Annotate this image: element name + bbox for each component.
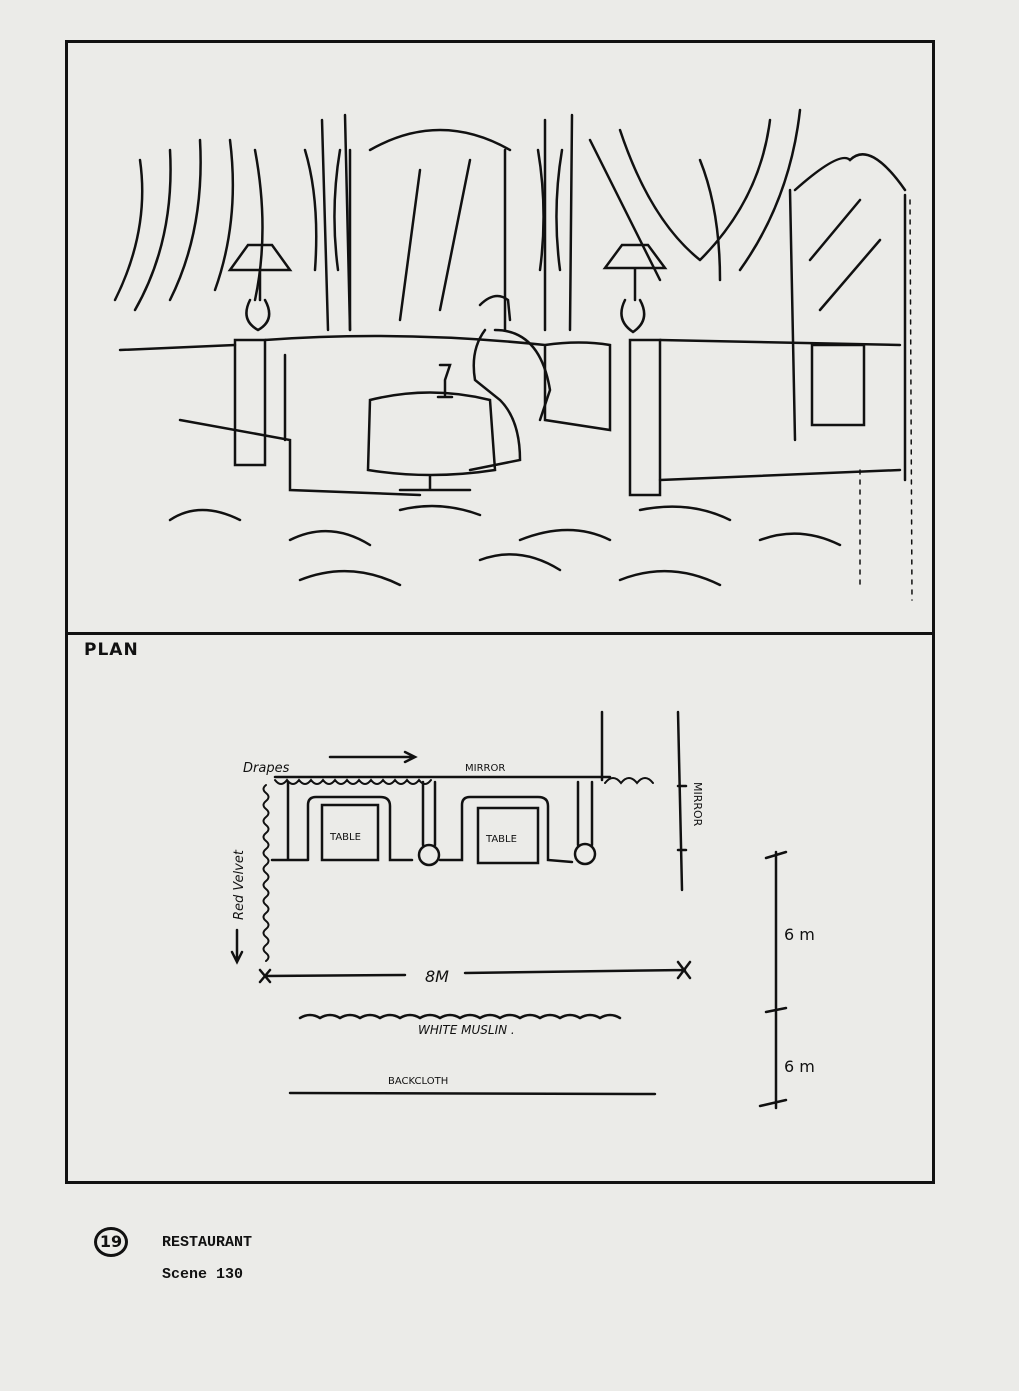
mirror-side-wall: [676, 710, 688, 892]
caption-scene: Scene 130: [162, 1266, 244, 1283]
label-table-right: TABLE: [485, 834, 517, 845]
mirror-wall: [273, 710, 612, 782]
label-depth-1: 6 m: [784, 925, 815, 944]
label-mirror-side: MIRROR: [691, 782, 704, 827]
pillar-right: [576, 780, 594, 847]
drapes-line: [274, 778, 432, 785]
page-frame: [65, 40, 935, 1184]
pillar-left: [421, 780, 437, 847]
booth-posts: [233, 338, 662, 497]
red-velvet-arrow: [230, 928, 244, 965]
right-mirror: [788, 153, 907, 482]
drapes-arrow: [328, 750, 418, 764]
label-depth-2: 6 m: [784, 1057, 815, 1076]
red-velvet-wall: [262, 784, 270, 962]
table-right: [476, 806, 540, 865]
seated-man: [468, 294, 552, 472]
pillars: [320, 113, 574, 332]
pillar-left-base: [417, 843, 441, 867]
label-mirror-top: MIRROR: [465, 763, 505, 774]
backcloth-line: [288, 1091, 657, 1096]
drapes-right: [604, 777, 654, 785]
table: [366, 391, 497, 492]
lamp-right: [602, 243, 668, 334]
caption-title: RESTAURANT: [162, 1234, 253, 1251]
label-width: 8M: [425, 967, 449, 986]
floor-plan: Drapes MIRROR MIRROR Red Velvet TABLE TA…: [230, 710, 815, 1110]
booth-left: [270, 780, 414, 862]
wine-glass: [436, 363, 454, 399]
white-muslin-line: [298, 1013, 622, 1020]
lamp-left: [227, 243, 293, 332]
label-table-left: TABLE: [329, 832, 361, 843]
frame-divider: [65, 632, 935, 635]
edge-marks: [859, 199, 913, 601]
mirror-panel: [810, 343, 866, 427]
right-curtain: [588, 108, 802, 282]
width-dimension: [258, 960, 692, 984]
depth-dimension: [758, 850, 788, 1110]
floor-pattern: [168, 504, 842, 587]
label-backcloth: BACKCLOTH: [388, 1076, 448, 1087]
booth-seats: [178, 334, 612, 497]
label-drapes: Drapes: [243, 761, 290, 776]
page-number-badge: 19: [94, 1227, 128, 1257]
plan-heading: PLAN: [84, 640, 139, 660]
room-lines: [118, 338, 902, 482]
pillar-right-base: [573, 842, 597, 866]
booth-right: [438, 795, 574, 864]
label-red-velvet: Red Velvet: [232, 849, 247, 920]
table-left: [320, 803, 380, 862]
caryatid-figures: [303, 148, 564, 272]
restaurant-sketch: [113, 108, 913, 601]
label-white-muslin: WHITE MUSLIN .: [418, 1023, 515, 1037]
left-curtain: [113, 138, 264, 312]
centre-mirror: [348, 128, 512, 332]
